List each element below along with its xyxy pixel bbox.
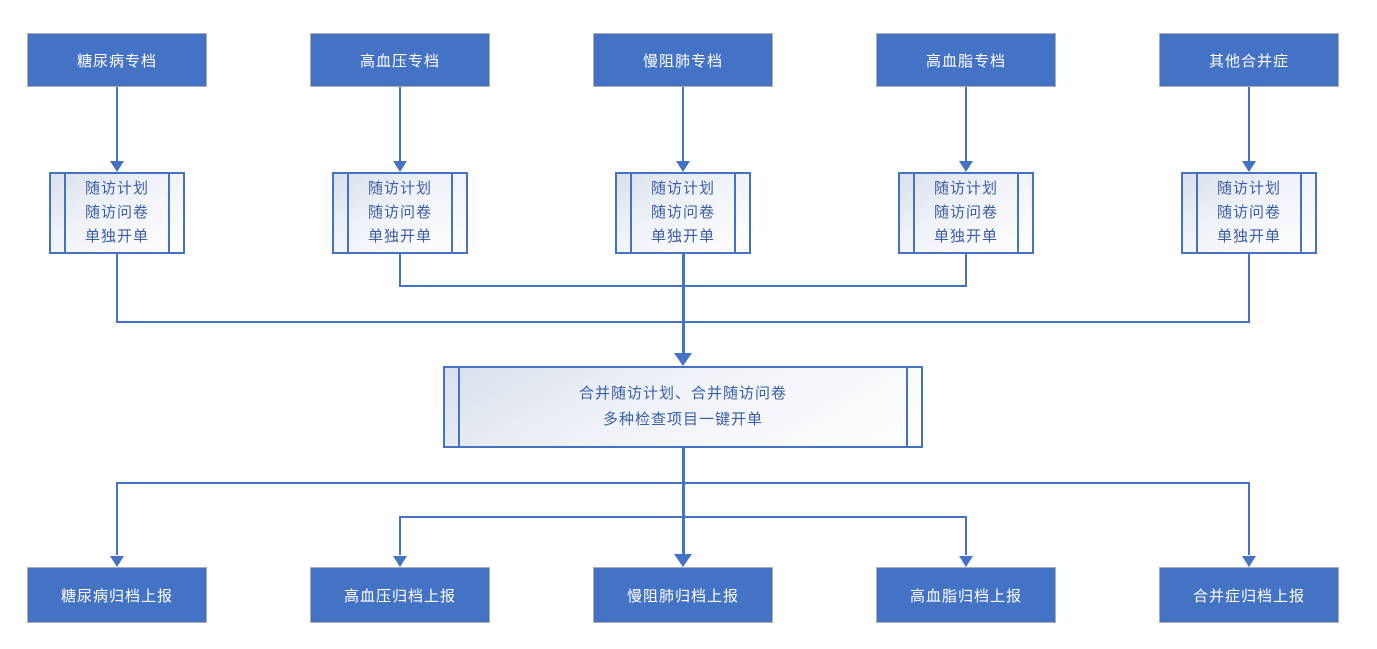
node-label: 其他合并症 (1208, 52, 1289, 70)
connector-line (399, 516, 967, 518)
subprocess-line: 单独开单 (367, 228, 432, 245)
node-label: 糖尿病归档上报 (60, 587, 173, 605)
arrow-down-icon (1242, 556, 1256, 567)
connector-line (682, 448, 685, 555)
node-label: 高血压专档 (359, 52, 440, 70)
node-label: 糖尿病专档 (76, 52, 157, 70)
arrow-down-icon (676, 161, 690, 172)
subprocess-line: 随访问卷 (84, 204, 149, 221)
subprocess-side-bar (1017, 174, 1019, 252)
subprocess-side-bar (1300, 174, 1302, 252)
connector-line (116, 482, 1250, 484)
subprocess-line: 随访问卷 (933, 204, 998, 221)
subprocess-line: 随访问卷 (1216, 204, 1281, 221)
node-hypertension-file: 高血压专档 (310, 33, 490, 87)
subprocess-hyperlipidemia: 随访计划 随访问卷 单独开单 (898, 172, 1034, 254)
subprocess-line: 随访计划 (84, 180, 149, 197)
subprocess-hypertension: 随访计划 随访问卷 单独开单 (332, 172, 468, 254)
merge-box-line: 多种检查项目一键开单 (602, 411, 763, 428)
node-merge-order: 合并随访计划、合并随访问卷 多种检查项目一键开单 (443, 366, 923, 448)
subprocess-side-bar (734, 174, 736, 252)
node-label: 合并症归档上报 (1192, 587, 1305, 605)
subprocess-line: 随访计划 (1216, 180, 1281, 197)
node-other-comorbidity: 其他合并症 (1159, 33, 1339, 87)
node-label: 高血压归档上报 (343, 587, 456, 605)
subprocess-side-bar (1196, 174, 1198, 252)
subprocess-side-bar (347, 174, 349, 252)
connector-line (682, 254, 685, 354)
subprocess-line: 随访计划 (933, 180, 998, 197)
subprocess-line: 随访计划 (367, 180, 432, 197)
connector-line (965, 254, 967, 287)
arrow-down-icon (674, 554, 692, 567)
subprocess-side-bar (458, 368, 460, 446)
connector-line (116, 482, 118, 555)
node-hypertension-report: 高血压归档上报 (310, 567, 490, 623)
connector-line (116, 87, 118, 161)
node-label: 慢阻肺归档上报 (626, 587, 739, 605)
connector-line (1248, 482, 1250, 555)
connector-line (399, 254, 401, 287)
subprocess-side-bar (630, 174, 632, 252)
connector-line (965, 87, 967, 161)
subprocess-line: 单独开单 (1216, 228, 1281, 245)
subprocess-copd: 随访计划 随访问卷 单独开单 (615, 172, 751, 254)
subprocess-line: 单独开单 (933, 228, 998, 245)
arrow-down-icon (110, 161, 124, 172)
node-label: 高血脂专档 (925, 52, 1006, 70)
connector-line (965, 516, 967, 555)
node-label: 慢阻肺专档 (642, 52, 723, 70)
arrow-down-icon (674, 353, 692, 366)
connector-line (399, 516, 401, 555)
subprocess-line: 随访问卷 (367, 204, 432, 221)
node-diabetes-file: 糖尿病专档 (27, 33, 207, 87)
node-comorbidity-report: 合并症归档上报 (1159, 567, 1339, 623)
arrow-down-icon (393, 556, 407, 567)
subprocess-diabetes: 随访计划 随访问卷 单独开单 (49, 172, 185, 254)
subprocess-line: 随访计划 (650, 180, 715, 197)
subprocess-side-bar (451, 174, 453, 252)
connector-line (1248, 87, 1250, 161)
node-label: 高血脂归档上报 (909, 587, 1022, 605)
connector-line (1248, 254, 1250, 323)
node-hyperlipidemia-report: 高血脂归档上报 (876, 567, 1056, 623)
subprocess-side-bar (913, 174, 915, 252)
connector-line (399, 87, 401, 161)
subprocess-line: 随访问卷 (650, 204, 715, 221)
node-copd-file: 慢阻肺专档 (593, 33, 773, 87)
subprocess-line: 单独开单 (650, 228, 715, 245)
arrow-down-icon (110, 556, 124, 567)
subprocess-line: 单独开单 (84, 228, 149, 245)
node-hyperlipidemia-file: 高血脂专档 (876, 33, 1056, 87)
node-diabetes-report: 糖尿病归档上报 (27, 567, 207, 623)
connector-line (116, 254, 118, 323)
node-copd-report: 慢阻肺归档上报 (593, 567, 773, 623)
arrow-down-icon (959, 161, 973, 172)
arrow-down-icon (1242, 161, 1256, 172)
arrow-down-icon (959, 556, 973, 567)
connector-line (682, 87, 684, 161)
merge-box-line: 合并随访计划、合并随访问卷 (578, 385, 787, 402)
arrow-down-icon (393, 161, 407, 172)
subprocess-other-comorbidity: 随访计划 随访问卷 单独开单 (1181, 172, 1317, 254)
subprocess-side-bar (168, 174, 170, 252)
subprocess-side-bar (906, 368, 908, 446)
subprocess-side-bar (64, 174, 66, 252)
